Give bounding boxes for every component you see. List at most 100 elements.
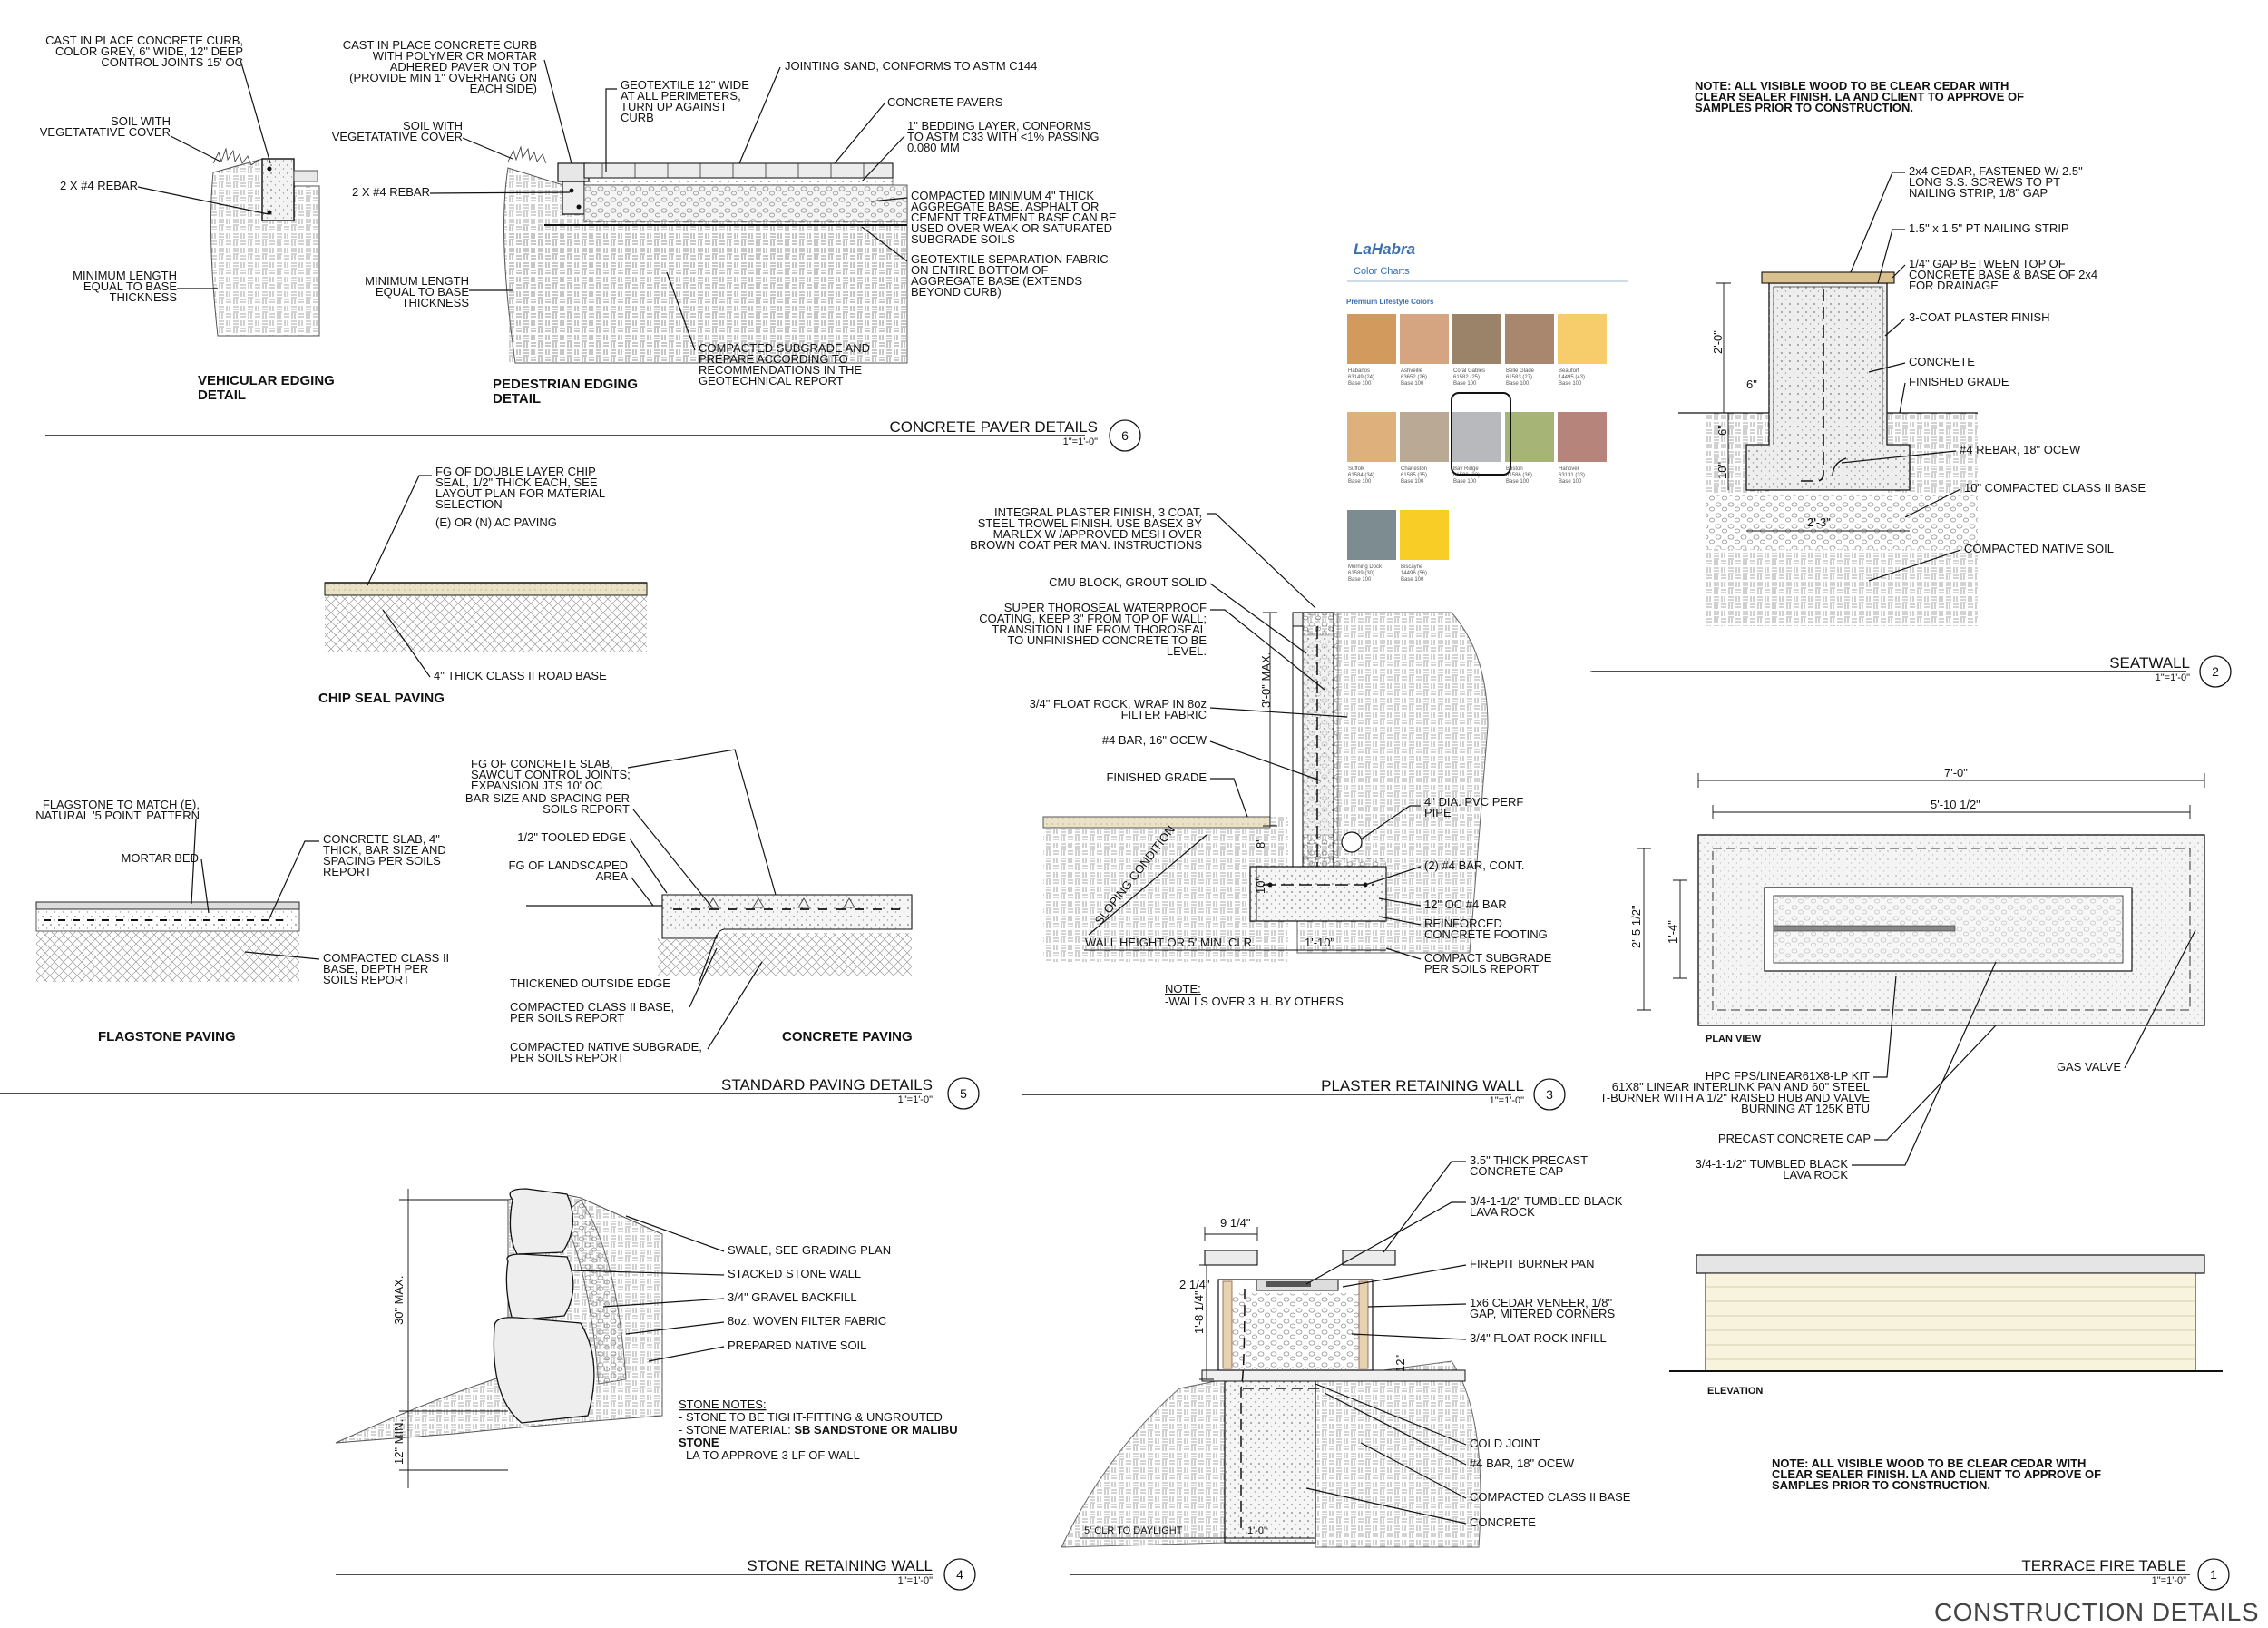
svg-text:AGGREGATE BASE (EXTENDS: AGGREGATE BASE (EXTENDS [911, 274, 1082, 288]
detail-4-number: 4 [956, 1567, 963, 1582]
svg-text:COMPACTED SUBGRADE AND: COMPACTED SUBGRADE AND [699, 341, 870, 355]
detail-5-bubble [947, 1077, 980, 1110]
fire-gas-label: GAS VALVE [2057, 1060, 2121, 1074]
swatch-label: Base 100 [1559, 479, 1582, 485]
detail-3-scale: 1"=1'-0" [1490, 1095, 1524, 1106]
seatwall-10-dim: 10" [1716, 462, 1729, 479]
svg-text:LAVA ROCK: LAVA ROCK [1470, 1205, 1535, 1219]
swatch-label: 61586 (36) [1506, 473, 1532, 478]
detail-3-title: PLASTER RETAINING WALL [1321, 1077, 1524, 1094]
detail-2-bubble [2199, 655, 2232, 688]
fire-sec-184-dim: 1'-8 1/4" [1192, 1290, 1206, 1334]
pedestrian-rebar-label: 2 X #4 REBAR [352, 185, 430, 199]
detail-6-bubble [1109, 419, 1141, 452]
svg-text:MINIMUM LENGTH: MINIMUM LENGTH [365, 274, 469, 288]
plaster-cmu-label: CMU BLOCK, GROUT SOLID [1049, 575, 1207, 589]
svg-text:61X8" LINEAR INTERLINK PAN AND: 61X8" LINEAR INTERLINK PAN AND 60" STEEL [1612, 1080, 1870, 1094]
concrete-paving-native-callout: COMPACTED NATIVE SUBGRADE, PER SOILS REP… [510, 1040, 702, 1064]
detail-1-number: 1 [2210, 1567, 2217, 1582]
fire-elev-title: ELEVATION [1707, 1386, 1763, 1397]
seatwall-concrete-label: CONCRETE [1909, 355, 1975, 368]
svg-text:CONCRETE CAP: CONCRETE CAP [1470, 1164, 1563, 1178]
svg-text:MARLEX W /APPROVED MESH OVER: MARLEX W /APPROVED MESH OVER [993, 527, 1202, 541]
svg-text:SAMPLES PRIOR TO CONSTRUCTION.: SAMPLES PRIOR TO CONSTRUCTION. [1695, 101, 1913, 114]
plaster-footing-callout: REINFORCED CONCRETE FOOTING [1424, 917, 1548, 941]
swatch-color [1347, 510, 1396, 560]
stone-wall-gravel-label: 3/4" GRAVEL BACKFILL [728, 1290, 857, 1304]
svg-text:FILTER FABRIC: FILTER FABRIC [1121, 708, 1207, 721]
concrete-paving-base-callout: COMPACTED CLASS II BASE, PER SOILS REPOR… [510, 1000, 674, 1025]
swatch-label: Bay Ridge [1453, 466, 1479, 472]
svg-text:WITH POLYMER OR MORTAR: WITH POLYMER OR MORTAR [373, 49, 537, 63]
detail-standard-paving: CHIP SEAL PAVING FG OF DOUBLE LAYER CHIP… [0, 465, 980, 1110]
svg-text:SOIL WITH: SOIL WITH [111, 114, 171, 128]
svg-text:COMPACTED NATIVE SUBGRADE,: COMPACTED NATIVE SUBGRADE, [510, 1040, 702, 1054]
swatch-label: 61589 (30) [1348, 571, 1374, 576]
seatwall-note: NOTE: ALL VISIBLE WOOD TO BE CLEAR CEDAR… [1695, 79, 2024, 114]
seatwall-strip-label: 1.5" x 1.5" PT NAILING STRIP [1909, 221, 2069, 235]
svg-text:CAST IN PLACE CONCRETE CURB: CAST IN PLACE CONCRETE CURB [343, 38, 537, 52]
svg-text:FOR DRAINAGE: FOR DRAINAGE [1909, 279, 1999, 292]
detail-fire-table: 7'-0" 5'-10 1/2" 2'-5 1/2" 1'-4" PLAN VI… [1061, 766, 2230, 1591]
chip-seal-fg-callout: FG OF DOUBLE LAYER CHIP SEAL, 1/2" THICK… [435, 465, 605, 529]
svg-text:BAR SIZE AND SPACING PER: BAR SIZE AND SPACING PER [465, 791, 630, 805]
svg-text:PER SOILS REPORT: PER SOILS REPORT [1424, 962, 1539, 976]
lahabra-section: Premium Lifestyle Colors [1346, 298, 1434, 306]
fire-note: NOTE: ALL VISIBLE WOOD TO BE CLEAR CEDAR… [1772, 1456, 2101, 1492]
sheet-title: CONSTRUCTION DETAILS [1934, 1598, 2259, 1626]
pedestrian-soil-callout: SOIL WITH VEGETATATIVE COVER [332, 119, 463, 143]
svg-text:NATURAL '5 POINT' PATTERN: NATURAL '5 POINT' PATTERN [35, 809, 200, 822]
svg-text:TURN UP AGAINST: TURN UP AGAINST [621, 100, 728, 113]
fire-sec-joint-label: COLD JOINT [1470, 1437, 1540, 1450]
concrete-paving-bar-callout: BAR SIZE AND SPACING PER SOILS REPORT [465, 791, 630, 816]
svg-text:LEVEL.: LEVEL. [1167, 644, 1207, 658]
svg-text:CLEAR SEALER FINISH. LA AND C: CLEAR SEALER FINISH. LA AND CLIENT TO AP… [1695, 90, 2024, 103]
concrete-paving-title: CONCRETE PAVING [782, 1029, 913, 1044]
swatch-label: Base 100 [1401, 381, 1424, 387]
svg-text:PREPARE ACCORDING TO: PREPARE ACCORDING TO [699, 352, 848, 366]
svg-text:GEOTEXTILE 12" WIDE: GEOTEXTILE 12" WIDE [621, 78, 749, 92]
detail-6-scale: 1"=1'-0" [1063, 436, 1098, 447]
pedestrian-base-callout: COMPACTED MINIMUM 4" THICK AGGREGATE BAS… [911, 189, 1117, 246]
fire-sec-pan-label: FIREPIT BURNER PAN [1470, 1257, 1594, 1270]
plaster-8-dim: 8" [1254, 838, 1267, 848]
fire-lava-callout: 3/4-1-1/2" TUMBLED BLACK LAVA ROCK [1696, 1157, 1849, 1182]
detail-stone-wall: 30" MAX. 12" MIN. SWALE, SEE GRADING PLA… [335, 1188, 976, 1591]
svg-text:EQUAL TO BASE: EQUAL TO BASE [83, 280, 177, 293]
swatch-label: Base 100 [1401, 577, 1424, 583]
swatch-label: Base 100 [1559, 381, 1582, 387]
pedestrian-fabric-callout: GEOTEXTILE SEPARATION FABRIC ON ENTIRE B… [911, 252, 1109, 299]
swatch-color [1558, 314, 1607, 364]
svg-text:NAILING STRIP, 1/8" GAP: NAILING STRIP, 1/8" GAP [1909, 186, 2048, 200]
flagstone-title: FLAGSTONE PAVING [98, 1029, 236, 1044]
svg-text:BASE, DEPTH PER: BASE, DEPTH PER [323, 962, 428, 976]
vehicular-edging-title-2: DETAIL [198, 387, 246, 403]
svg-text:REPORT: REPORT [323, 865, 372, 878]
detail-6-title: CONCRETE PAVER DETAILS [889, 418, 1098, 436]
svg-text:GAP, MITERED CORNERS: GAP, MITERED CORNERS [1470, 1307, 1615, 1320]
svg-text:ON ENTIRE BOTTOM OF: ON ENTIRE BOTTOM OF [911, 263, 1048, 277]
swatch-label: Charleston [1401, 466, 1427, 472]
svg-text:SOILS REPORT: SOILS REPORT [323, 973, 410, 986]
swatch-label: Base 100 [1506, 381, 1530, 387]
svg-text:3/4-1-1/2" TUMBLED BLACK: 3/4-1-1/2" TUMBLED BLACK [1470, 1194, 1623, 1208]
lahabra-color-chart: LaHabra Color Charts Premium Lifestyle C… [1344, 231, 1633, 583]
svg-text:THICK, BAR SIZE AND: THICK, BAR SIZE AND [323, 843, 446, 857]
seatwall-native-label: COMPACTED NATIVE SOIL [1964, 542, 2114, 555]
seatwall-plaster-label: 3-COAT PLASTER FINISH [1909, 310, 2050, 324]
svg-text:- LA TO APPROVE 3 LF OF WALL: - LA TO APPROVE 3 LF OF WALL [679, 1448, 860, 1462]
swatch-color [1505, 412, 1554, 462]
svg-text:REINFORCED: REINFORCED [1424, 917, 1502, 930]
plaster-max-dim: 3'-0" MAX. [1259, 652, 1273, 708]
svg-text:CONCRETE FOOTING: CONCRETE FOOTING [1424, 927, 1548, 941]
fire-sec-clr-dim: 5' CLR TO DAYLIGHT [1084, 1525, 1183, 1536]
detail-plaster-wall: INTEGRAL PLASTER FINISH, 3 COAT, STEEL T… [970, 505, 1566, 1111]
fire-plan-14-dim: 1'-4" [1666, 920, 1679, 944]
pedestrian-bedding-callout: 1" BEDDING LAYER, CONFORMS TO ASTM C33 W… [907, 119, 1100, 154]
svg-text:1" BEDDING LAYER, CONFORMS: 1" BEDDING LAYER, CONFORMS [907, 119, 1091, 132]
